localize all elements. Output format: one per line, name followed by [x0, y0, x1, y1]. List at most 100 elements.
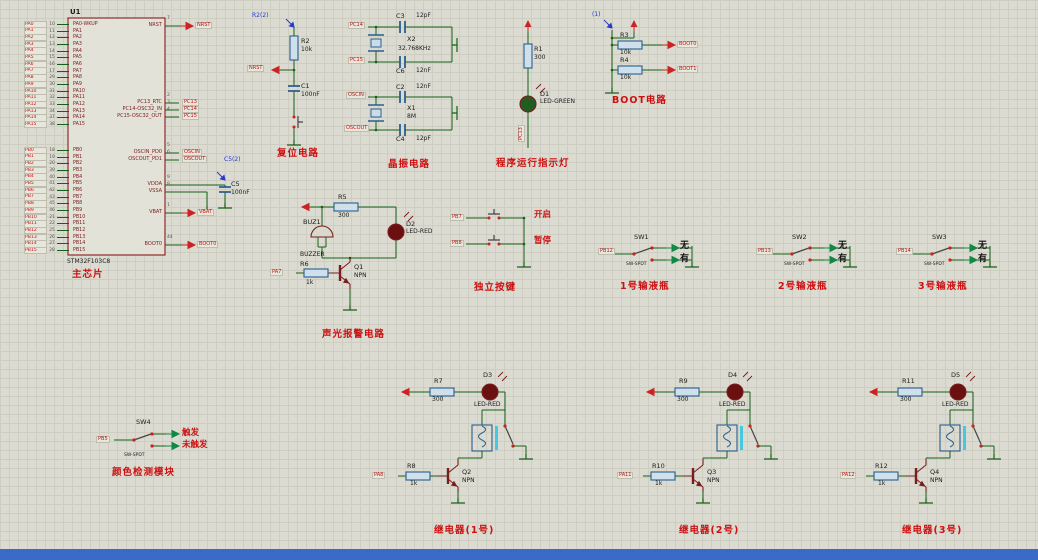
pin-number: 12: [49, 35, 55, 41]
resistor-r1[interactable]: [523, 43, 533, 69]
crystal-circuit[interactable]: [367, 20, 458, 137]
crystal-x1[interactable]: [367, 104, 385, 122]
pin-wire: [57, 50, 69, 52]
pin-name: PA8: [73, 75, 82, 81]
circuit-caption: 3号输液瓶: [918, 281, 968, 292]
pin-wire: [57, 77, 69, 79]
voltage-probe-boot[interactable]: [603, 19, 613, 29]
pin-name: PB10: [73, 214, 86, 220]
voltage-probe-c5[interactable]: [216, 171, 226, 181]
pin-name: OSCIN_PD0: [133, 149, 162, 155]
resistor-r4[interactable]: [617, 65, 643, 75]
color-detect-switch[interactable]: [114, 430, 180, 450]
pin-wire: [57, 163, 69, 165]
transistor-q1[interactable]: [328, 255, 352, 291]
capacitor-c3[interactable]: [399, 20, 406, 34]
pin-name: BOOT0: [144, 241, 162, 247]
pin-wire: [57, 149, 69, 151]
probe-label: R2(2): [252, 12, 269, 19]
component-value: SW-SPDT: [924, 262, 945, 267]
pin-wire: [57, 43, 69, 45]
pin-number: 31: [49, 88, 55, 94]
pin-name: PC13_RTC: [137, 99, 162, 105]
capacitor-c1[interactable]: [287, 85, 301, 92]
resistor-r5[interactable]: [333, 202, 359, 212]
mcu-symbol[interactable]: [67, 17, 233, 256]
component-value: 12pF: [416, 135, 431, 142]
component-ref: C1: [301, 82, 310, 90]
net-label: PA15: [24, 120, 47, 129]
component-ref: R7: [434, 377, 443, 385]
pin-wire: [57, 63, 69, 65]
crystal-x2[interactable]: [367, 34, 385, 52]
net-label: BOOT1: [677, 66, 699, 73]
pin-number: 11: [49, 28, 55, 34]
pin-wire: [57, 23, 69, 25]
circuit-caption: 复位电路: [277, 148, 320, 159]
boot-circuit[interactable]: [603, 19, 676, 94]
component-value: 300: [534, 54, 546, 61]
net-label: PC13: [182, 99, 199, 106]
pin-number: 18: [49, 147, 55, 153]
component-value: NPN: [354, 272, 367, 279]
net-label: PA7: [270, 269, 284, 276]
component-value: SW-SPDT: [784, 262, 805, 267]
net-label: NRST: [195, 22, 213, 29]
sw4-switch-symbol[interactable]: [121, 431, 167, 449]
pin-number: 40: [49, 174, 55, 180]
component-ref: SW4: [136, 418, 151, 426]
reset-circuit[interactable]: [271, 18, 304, 146]
pin-wire: [57, 230, 69, 232]
pin-name: PA1: [73, 28, 82, 34]
circuit-caption: 程序运行指示灯: [496, 158, 570, 169]
component-ref: R6: [300, 260, 309, 268]
component-value: 1k: [655, 480, 663, 487]
net-label: PB13: [756, 248, 773, 255]
voltage-probe-r2[interactable]: [285, 18, 295, 28]
component-value: 300: [338, 212, 350, 219]
component-value: 32.768KHz: [398, 45, 431, 52]
component-ref: BUZ1: [303, 218, 321, 226]
resistor-r6[interactable]: [303, 268, 329, 278]
component-value: 1k: [410, 480, 418, 487]
component-ref: C2: [396, 83, 405, 91]
component-value: 8M: [407, 113, 416, 120]
led-d2[interactable]: [387, 223, 405, 241]
pin-wire: [57, 110, 69, 112]
capacitor-c5[interactable]: [218, 186, 232, 193]
resistor-r3[interactable]: [617, 40, 643, 50]
alarm-circuit[interactable]: [296, 202, 414, 311]
component-ref: R1: [534, 45, 543, 53]
pin-number: 34: [49, 108, 55, 114]
pin-wire: [57, 236, 69, 238]
component-value: 300: [432, 396, 444, 403]
pin-wire: [57, 104, 69, 106]
pin-name: PB5: [73, 181, 83, 187]
pin-wire: [57, 169, 69, 171]
pause-button-symbol[interactable]: [479, 234, 509, 247]
capacitor-c2[interactable]: [399, 90, 406, 104]
key-buttons[interactable]: [466, 208, 532, 268]
reset-button-symbol[interactable]: [291, 107, 304, 137]
component-value: NPN: [462, 477, 475, 484]
run-indicator-circuit[interactable]: [519, 19, 546, 148]
component-ref: R10: [652, 462, 665, 470]
pin-name: PB15: [73, 248, 86, 254]
component-value: LED-RED: [719, 401, 746, 408]
pin-number: 33: [49, 102, 55, 108]
start-button-symbol[interactable]: [479, 208, 509, 221]
component-ref: Q1: [354, 263, 364, 271]
resistor-r2[interactable]: [289, 35, 299, 61]
option-label: 无: [838, 241, 848, 251]
pin-name: PB2: [73, 161, 83, 167]
pin-name: PB14: [73, 241, 86, 247]
led-d1[interactable]: [519, 95, 537, 113]
buzzer-buz1[interactable]: [310, 225, 334, 248]
chip-pin-row: PA15 38 PA15: [24, 120, 154, 129]
horizontal-scrollbar[interactable]: [0, 549, 1038, 560]
pin-number: 5: [167, 143, 170, 148]
pin-name: PB7: [73, 194, 83, 200]
pin-name: PA3: [73, 41, 82, 47]
